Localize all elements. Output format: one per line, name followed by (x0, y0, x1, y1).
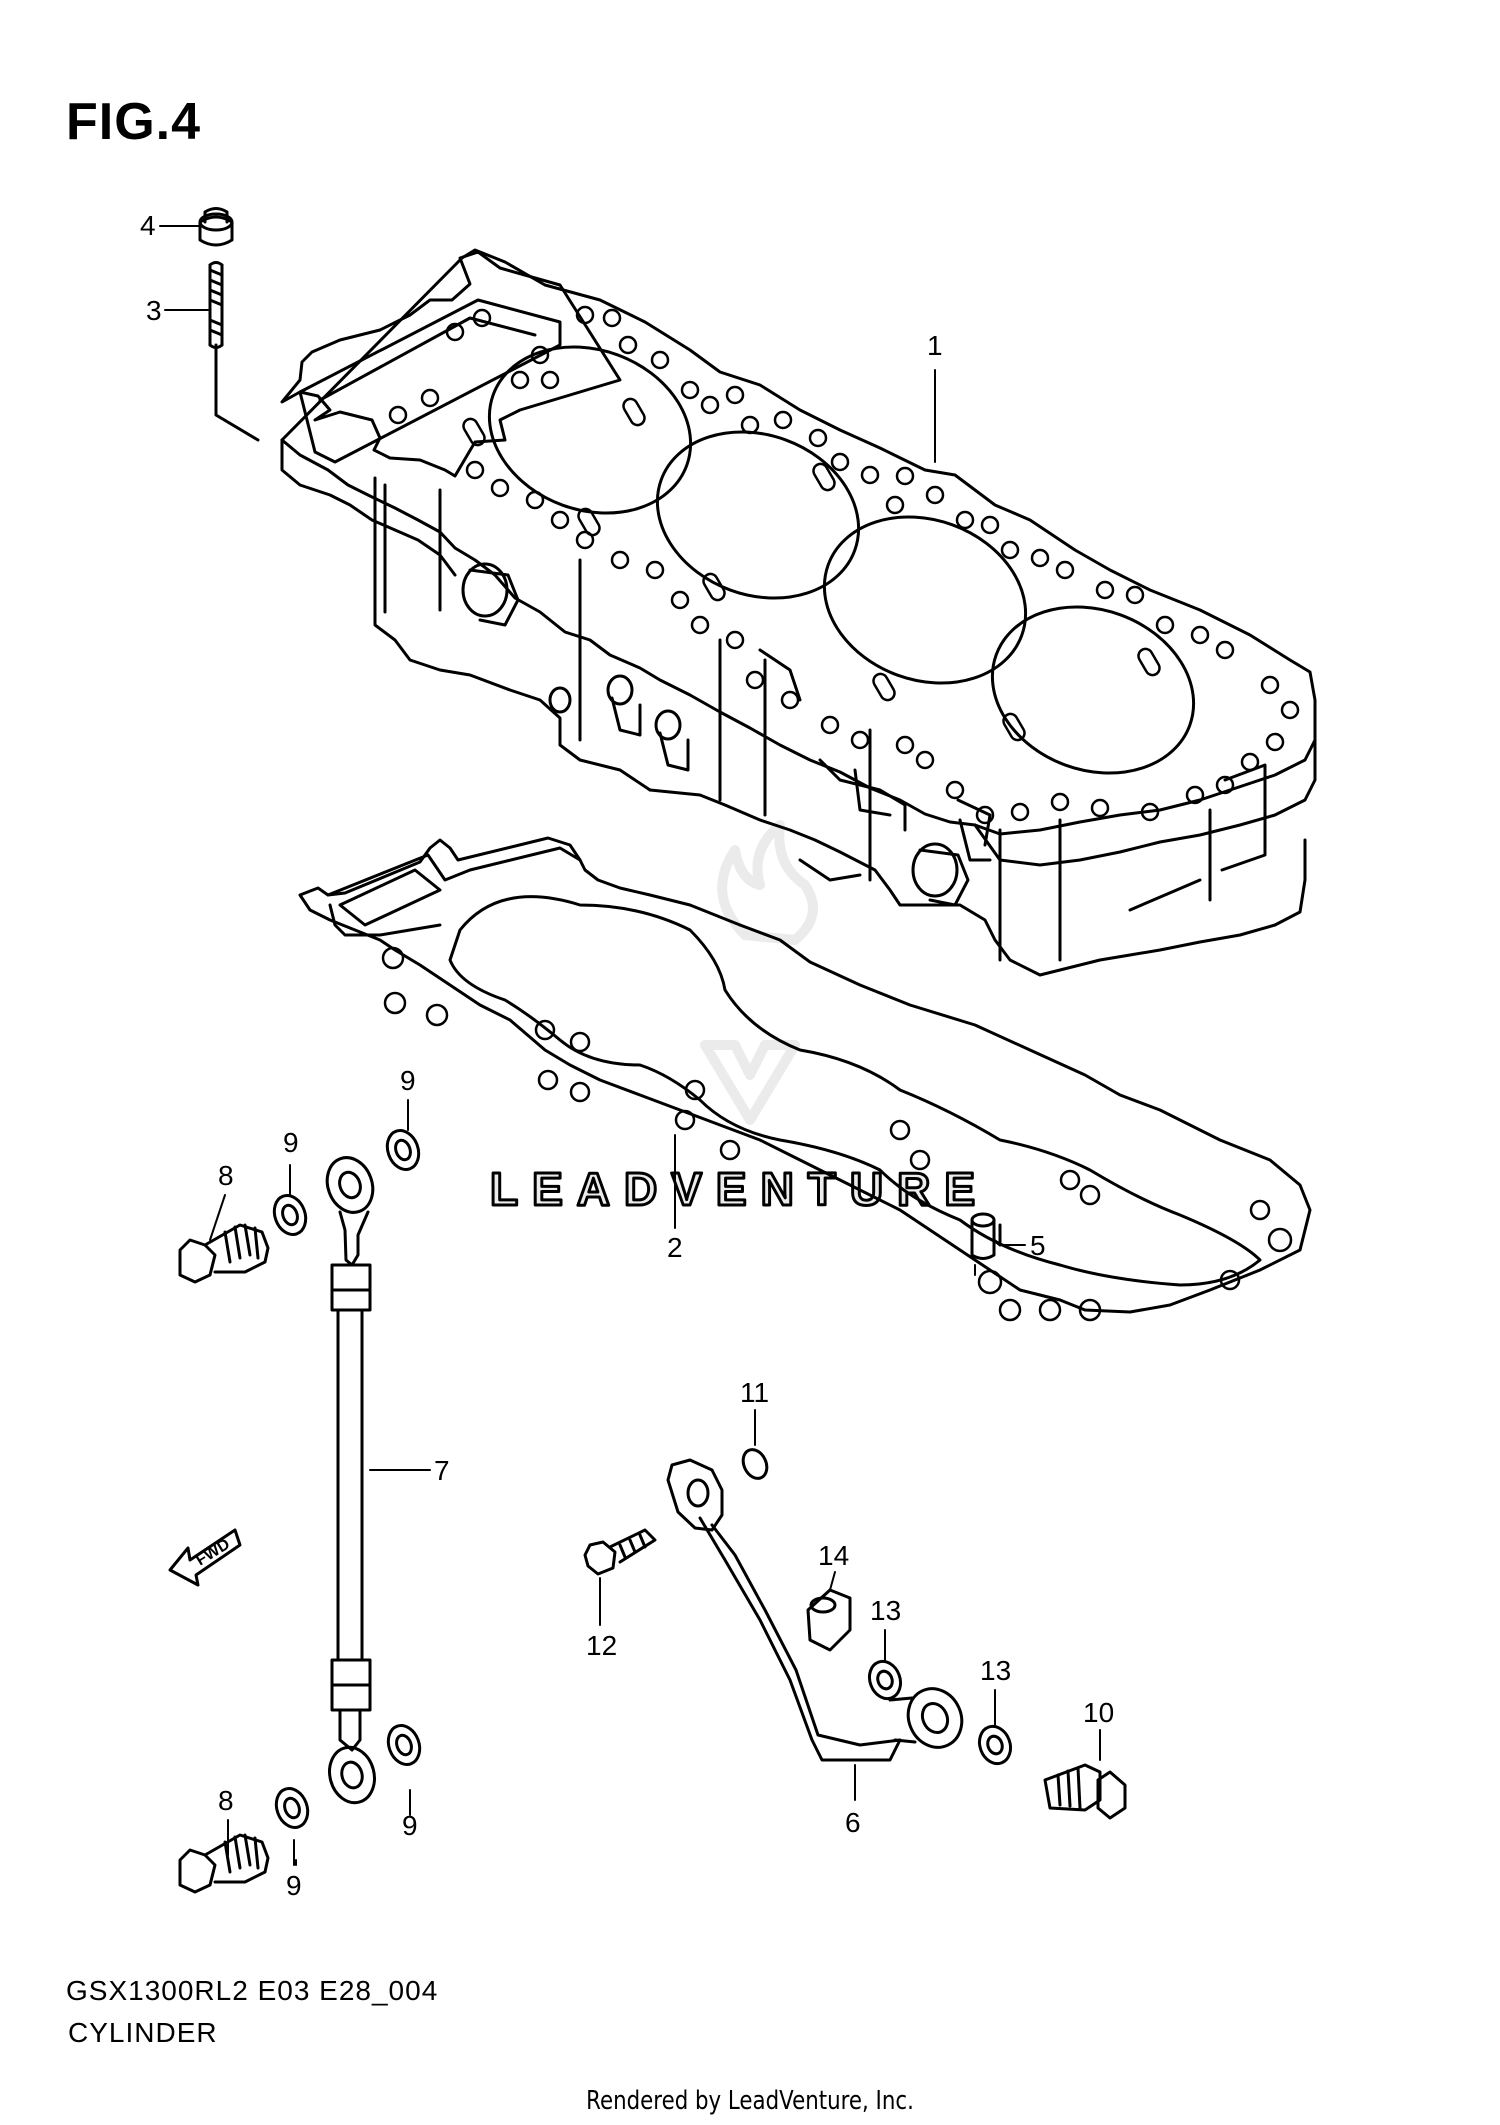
clamp-part-14 (806, 1588, 852, 1652)
callout-5: 5 (1030, 1230, 1046, 1261)
rendered-by-credit: Rendered by LeadVenture, Inc. (586, 2086, 914, 2116)
cylinder-base-gasket-part-2 (298, 836, 1312, 1322)
callout-13-right: 13 (980, 1655, 1011, 1686)
callout-8-upper: 8 (218, 1160, 234, 1191)
callout-9-upper-right: 9 (400, 1065, 416, 1096)
callout-7: 7 (434, 1455, 450, 1486)
o-ring-part-11 (741, 1448, 769, 1480)
washer-part-9-c (386, 1724, 422, 1766)
cylinder-block-part-1 (280, 248, 1317, 977)
bolt-part-12 (583, 1528, 657, 1576)
callout-9-upper-left: 9 (283, 1127, 299, 1158)
stud-leader-line (214, 343, 260, 442)
gasket-part-13-b (977, 1724, 1013, 1766)
washer-part-9-a (272, 1194, 308, 1236)
diagram-name: CYLINDER (68, 2017, 218, 2048)
callout-8-lower: 8 (218, 1785, 234, 1816)
callout-13-left: 13 (870, 1595, 901, 1626)
oil-pipe-part-6 (666, 1458, 964, 1762)
callout-11: 11 (740, 1377, 769, 1408)
callout-9-lower-right: 9 (402, 1810, 418, 1841)
gasket-part-13-a (867, 1659, 903, 1701)
callout-4: 4 (140, 210, 156, 241)
model-code: GSX1300RL2 E03 E28_004 (66, 1975, 439, 2006)
banjo-bolt-part-8-lower (178, 1833, 270, 1894)
leader-lines (159, 225, 1101, 1866)
union-bolt-part-10 (1043, 1763, 1127, 1820)
stud-bolt-part-3 (208, 261, 224, 349)
figure-title: FIG.4 (66, 93, 202, 151)
banjo-bolt-part-8-upper (178, 1223, 270, 1284)
callout-10: 10 (1083, 1697, 1114, 1728)
callout-numbers: 4 3 1 9 9 8 2 5 7 11 14 13 12 13 10 8 9 … (140, 210, 1114, 1901)
callout-1: 1 (927, 330, 943, 361)
washer-part-9-b (385, 1129, 421, 1171)
callout-14: 14 (818, 1540, 849, 1571)
washer-part-9-d (274, 1787, 310, 1829)
oil-hose-part-7 (325, 1156, 376, 1805)
callout-3: 3 (146, 295, 162, 326)
fwd-direction-arrow: FWD (168, 1528, 242, 1587)
watermark-text: LEADVENTURE (490, 1163, 989, 1215)
nut-part-4 (198, 207, 234, 247)
callout-2: 2 (667, 1232, 683, 1263)
leadventure-watermark: LEADVENTURE (489, 820, 989, 1217)
callout-12: 12 (586, 1630, 617, 1661)
callout-9-lower-left: 9 (286, 1870, 302, 1901)
callout-6: 6 (845, 1807, 861, 1838)
